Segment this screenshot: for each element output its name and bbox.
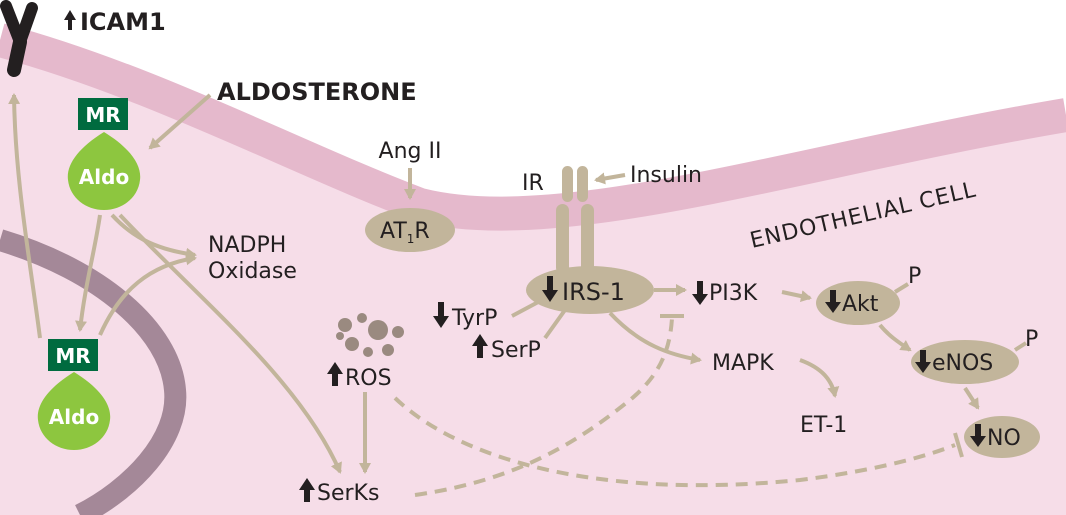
ang-ii-label: Ang II [379,139,442,164]
down-arrow-icon [692,281,708,305]
mapk-label: MAPK [712,351,774,376]
aldosterone-label: ALDOSTERONE [217,78,417,106]
akt-label: Akt [842,292,879,317]
arrow-nucleus-to-nadph [98,253,197,336]
akt-node [816,281,900,325]
et1-label: ET-1 [800,413,847,438]
link-serp-irs1 [543,308,567,340]
dashed-inhibit-ros-to-no [393,396,956,488]
irs1-node [526,266,654,314]
y-receptor-icon [0,0,38,77]
arrow-irs1-to-mapk [608,311,702,365]
serks-label: SerKs [317,481,379,506]
at1r-node [365,208,455,252]
nucleus-envelope [0,229,187,515]
up-arrow-icon [472,334,488,358]
arrow-aldo-to-serks [118,213,342,474]
akt-phospho-link [893,282,910,294]
at1r-label: AT1R [380,219,430,246]
insulin-receptor-icon [556,166,594,274]
down-arrow-icon [915,350,931,373]
ros-particles-icon [336,313,404,357]
insulin-label: Insulin [630,163,702,188]
down-arrow-icon [825,290,841,313]
serp-label: SerP [491,338,541,363]
aldo-droplet-top [67,132,141,210]
down-arrow-icon [542,276,558,302]
arrow-mapk-to-et1 [799,358,840,398]
akt-phospho-label: P [908,264,921,289]
aldo-label-top: Aldo [79,165,129,189]
mr-box-top [78,98,128,130]
arrow-aldosterone-to-mr [148,93,212,150]
up-arrow-icon [64,10,76,30]
link-tyrp-irs1 [511,298,543,318]
arrow-nucleus-to-icam1 [8,93,42,339]
ir-label: IR [522,171,544,196]
arrow-enos-to-no [963,386,980,410]
inhibit-bar-no [953,432,964,458]
mr-label-top: MR [85,103,120,127]
enos-phospho-link [1013,341,1028,352]
icam1-label: ICAM1 [80,8,166,36]
arrow-aldo-to-nucleus [75,214,102,332]
arrow-insulin-to-ir [594,172,626,185]
nadph-label: NADPH [208,233,286,258]
enos-node [911,340,1019,384]
ros-label: ROS [345,366,392,391]
mr-box-bottom [48,339,98,371]
mr-label-bottom: MR [55,344,90,368]
irs1-label: IRS-1 [562,278,625,306]
aldo-label-bottom: Aldo [49,405,99,429]
aldo-droplet-bottom [37,372,111,450]
arrow-pi3k-to-akt [781,290,812,302]
enos-phospho-label: P [1025,327,1038,352]
oxidase-label: Oxidase [208,259,297,284]
arrow-akt-to-enos [878,323,912,352]
up-arrow-icon [299,478,315,502]
no-label: NO [987,426,1021,451]
tyrp-label: TyrP [451,306,497,331]
pi3k-label: PI3K [709,281,758,306]
no-node [964,416,1040,458]
down-arrow-icon [433,302,449,328]
up-arrow-icon [327,362,343,386]
down-arrow-icon [970,424,986,447]
enos-label: eNOS [932,351,993,376]
cell-membrane [0,23,1066,231]
